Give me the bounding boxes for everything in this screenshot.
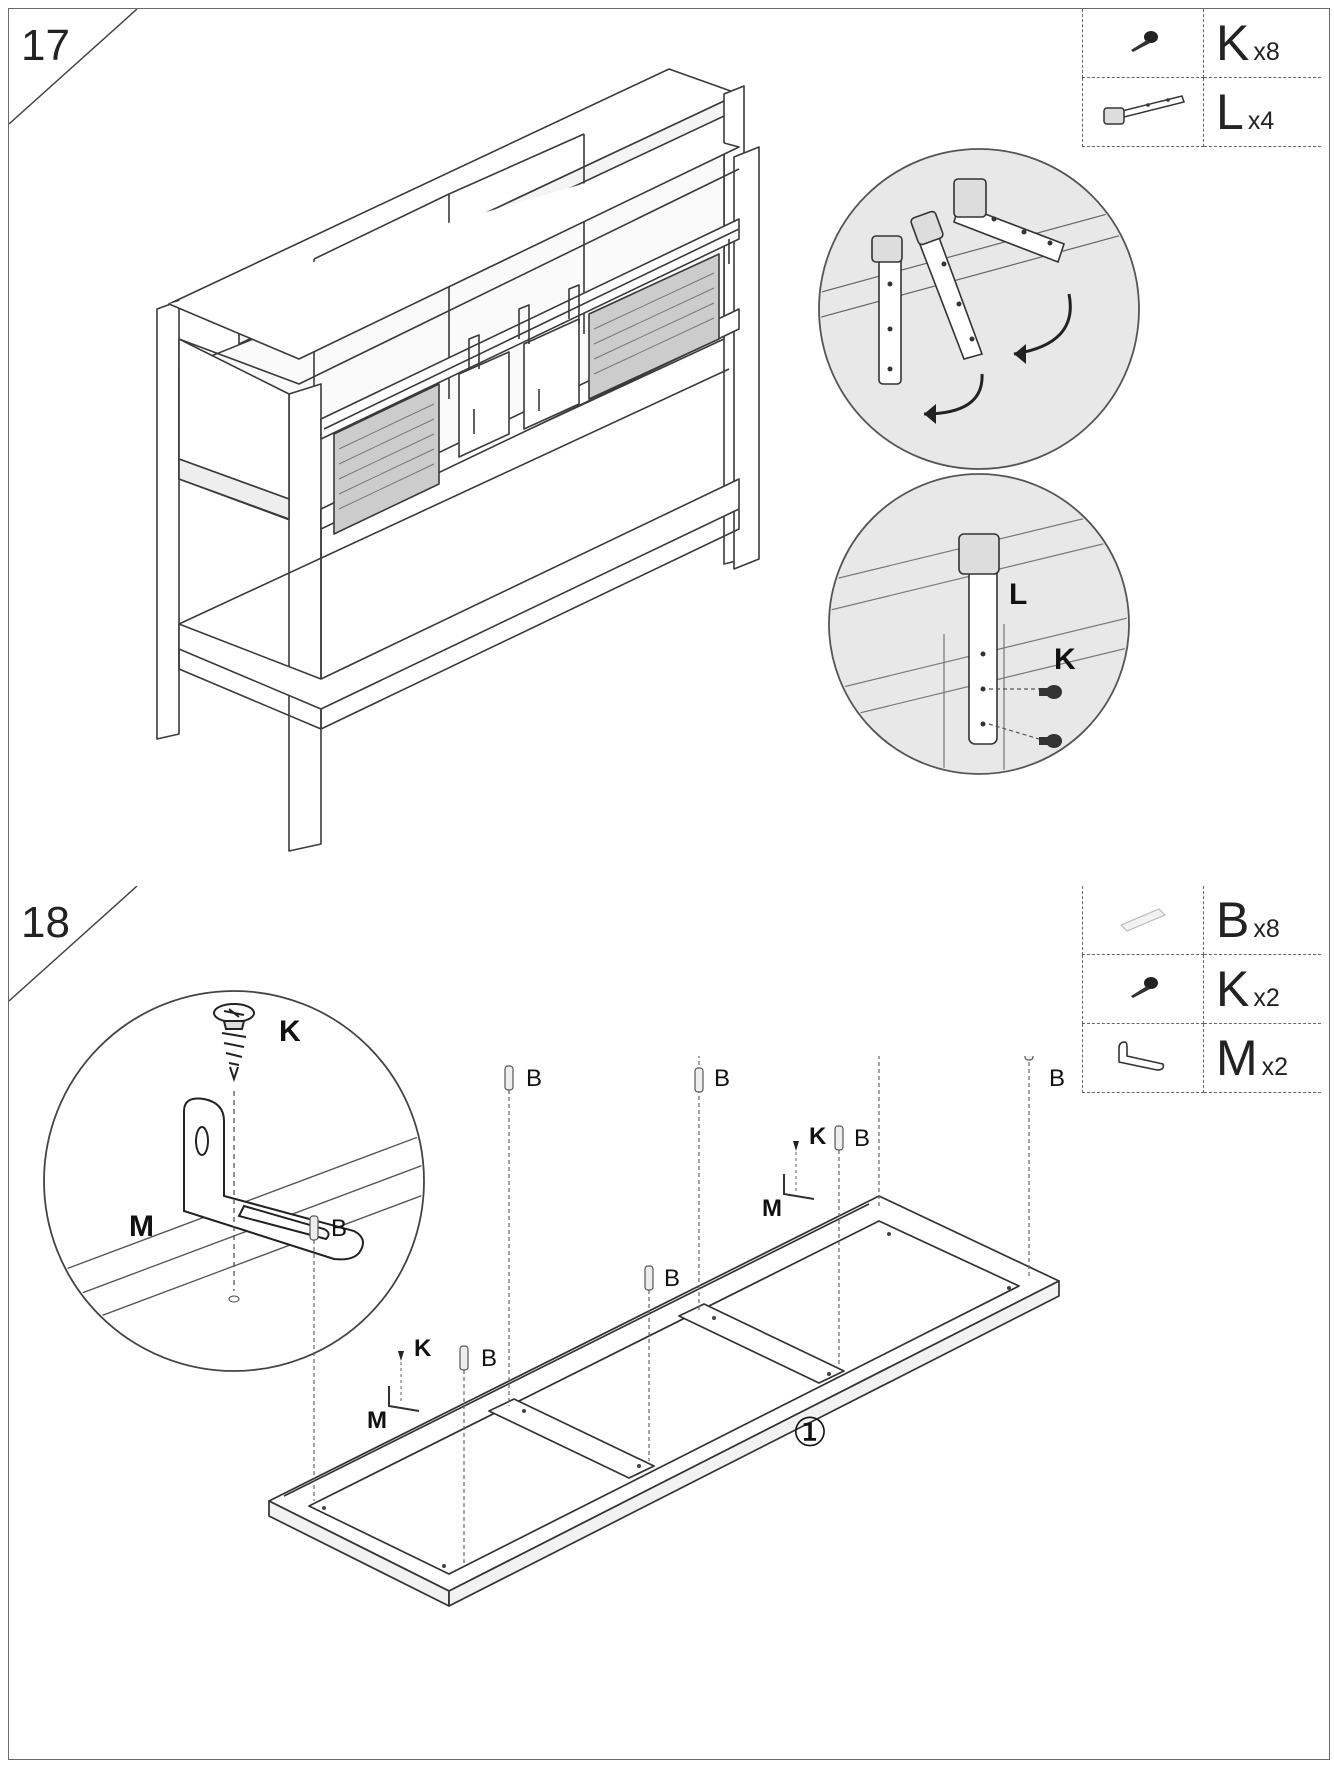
panel-number-label: ① xyxy=(792,1411,828,1455)
dowel-icon xyxy=(644,1265,654,1291)
part-letter: K xyxy=(1216,15,1250,71)
step-18-corner-divider xyxy=(9,886,138,1002)
arrow-head-icon xyxy=(1014,344,1026,364)
part-letter: B xyxy=(1216,892,1250,948)
step-17-corner-divider xyxy=(9,9,138,125)
screw-icon xyxy=(1039,734,1062,748)
screw-icon xyxy=(1039,685,1062,699)
part-qty: x4 xyxy=(1247,107,1275,135)
dowel-icon xyxy=(309,1215,319,1241)
dowel-icon xyxy=(459,1345,469,1371)
screw-icon xyxy=(1131,30,1158,52)
dowel-markers xyxy=(309,1056,1034,1371)
l-bracket-icon xyxy=(183,1097,364,1261)
callout-label-b: B xyxy=(854,1125,870,1152)
callout-label-l: L xyxy=(1009,578,1027,611)
callout-label-m: M xyxy=(129,1210,154,1243)
part-qty: x2 xyxy=(1253,984,1280,1012)
dowel-icon xyxy=(834,1125,844,1151)
callout-label-m: M xyxy=(367,1407,387,1434)
l-bracket-icon xyxy=(388,1386,420,1412)
screw-icon xyxy=(1131,976,1158,998)
hanger-bracket-icon xyxy=(1103,94,1185,125)
callout-label-b: B xyxy=(331,1215,347,1242)
hanger-bracket-icon xyxy=(871,178,1066,385)
callout-label-b: B xyxy=(526,1065,542,1092)
screw-icon xyxy=(213,1003,255,1083)
hanger-bracket-icon xyxy=(958,533,1000,745)
bracket-marker-right xyxy=(783,1141,815,1200)
dowel-icon xyxy=(504,1065,514,1091)
l-bracket-icon xyxy=(1118,1040,1165,1071)
dowel-icon xyxy=(1119,907,1167,932)
door-mesh-pattern xyxy=(338,272,715,510)
step-number: 17 xyxy=(21,21,70,70)
arrow-head-icon xyxy=(924,404,936,424)
l-bracket-icon xyxy=(783,1174,815,1200)
detail-circle-bracket-screws: L K xyxy=(828,473,1130,775)
part-letter: M xyxy=(1216,1030,1258,1086)
frame-assembly-drawing: B B B B B B B B K M K M ① xyxy=(268,1056,1065,1607)
callout-label-k: K xyxy=(414,1335,432,1362)
console-table-drawing xyxy=(156,68,760,852)
dowel-icon xyxy=(1024,1056,1034,1061)
part-letter: L xyxy=(1216,84,1244,140)
callout-label-k: K xyxy=(279,1015,301,1048)
step-number: 18 xyxy=(21,898,70,947)
part-qty: x2 xyxy=(1261,1053,1289,1081)
screw-icon xyxy=(398,1351,404,1361)
part-qty: x8 xyxy=(1253,38,1280,66)
part-letter: K xyxy=(1216,961,1250,1017)
screw-icon xyxy=(793,1141,799,1151)
callout-label-m: M xyxy=(762,1195,782,1222)
detail-circle-bracket-screw: K M xyxy=(43,990,425,1372)
callout-label-b: B xyxy=(481,1345,497,1372)
callout-label-b: B xyxy=(664,1265,680,1292)
callout-label-k: K xyxy=(1054,643,1076,676)
bracket-marker-left xyxy=(388,1351,420,1412)
detail-circle-bracket-rotation xyxy=(818,148,1140,470)
dowel-icon xyxy=(694,1067,704,1093)
part-qty: x8 xyxy=(1253,915,1280,943)
callout-label-b: B xyxy=(1049,1065,1065,1092)
callout-label-k: K xyxy=(809,1123,827,1150)
callout-label-b: B xyxy=(714,1065,730,1092)
